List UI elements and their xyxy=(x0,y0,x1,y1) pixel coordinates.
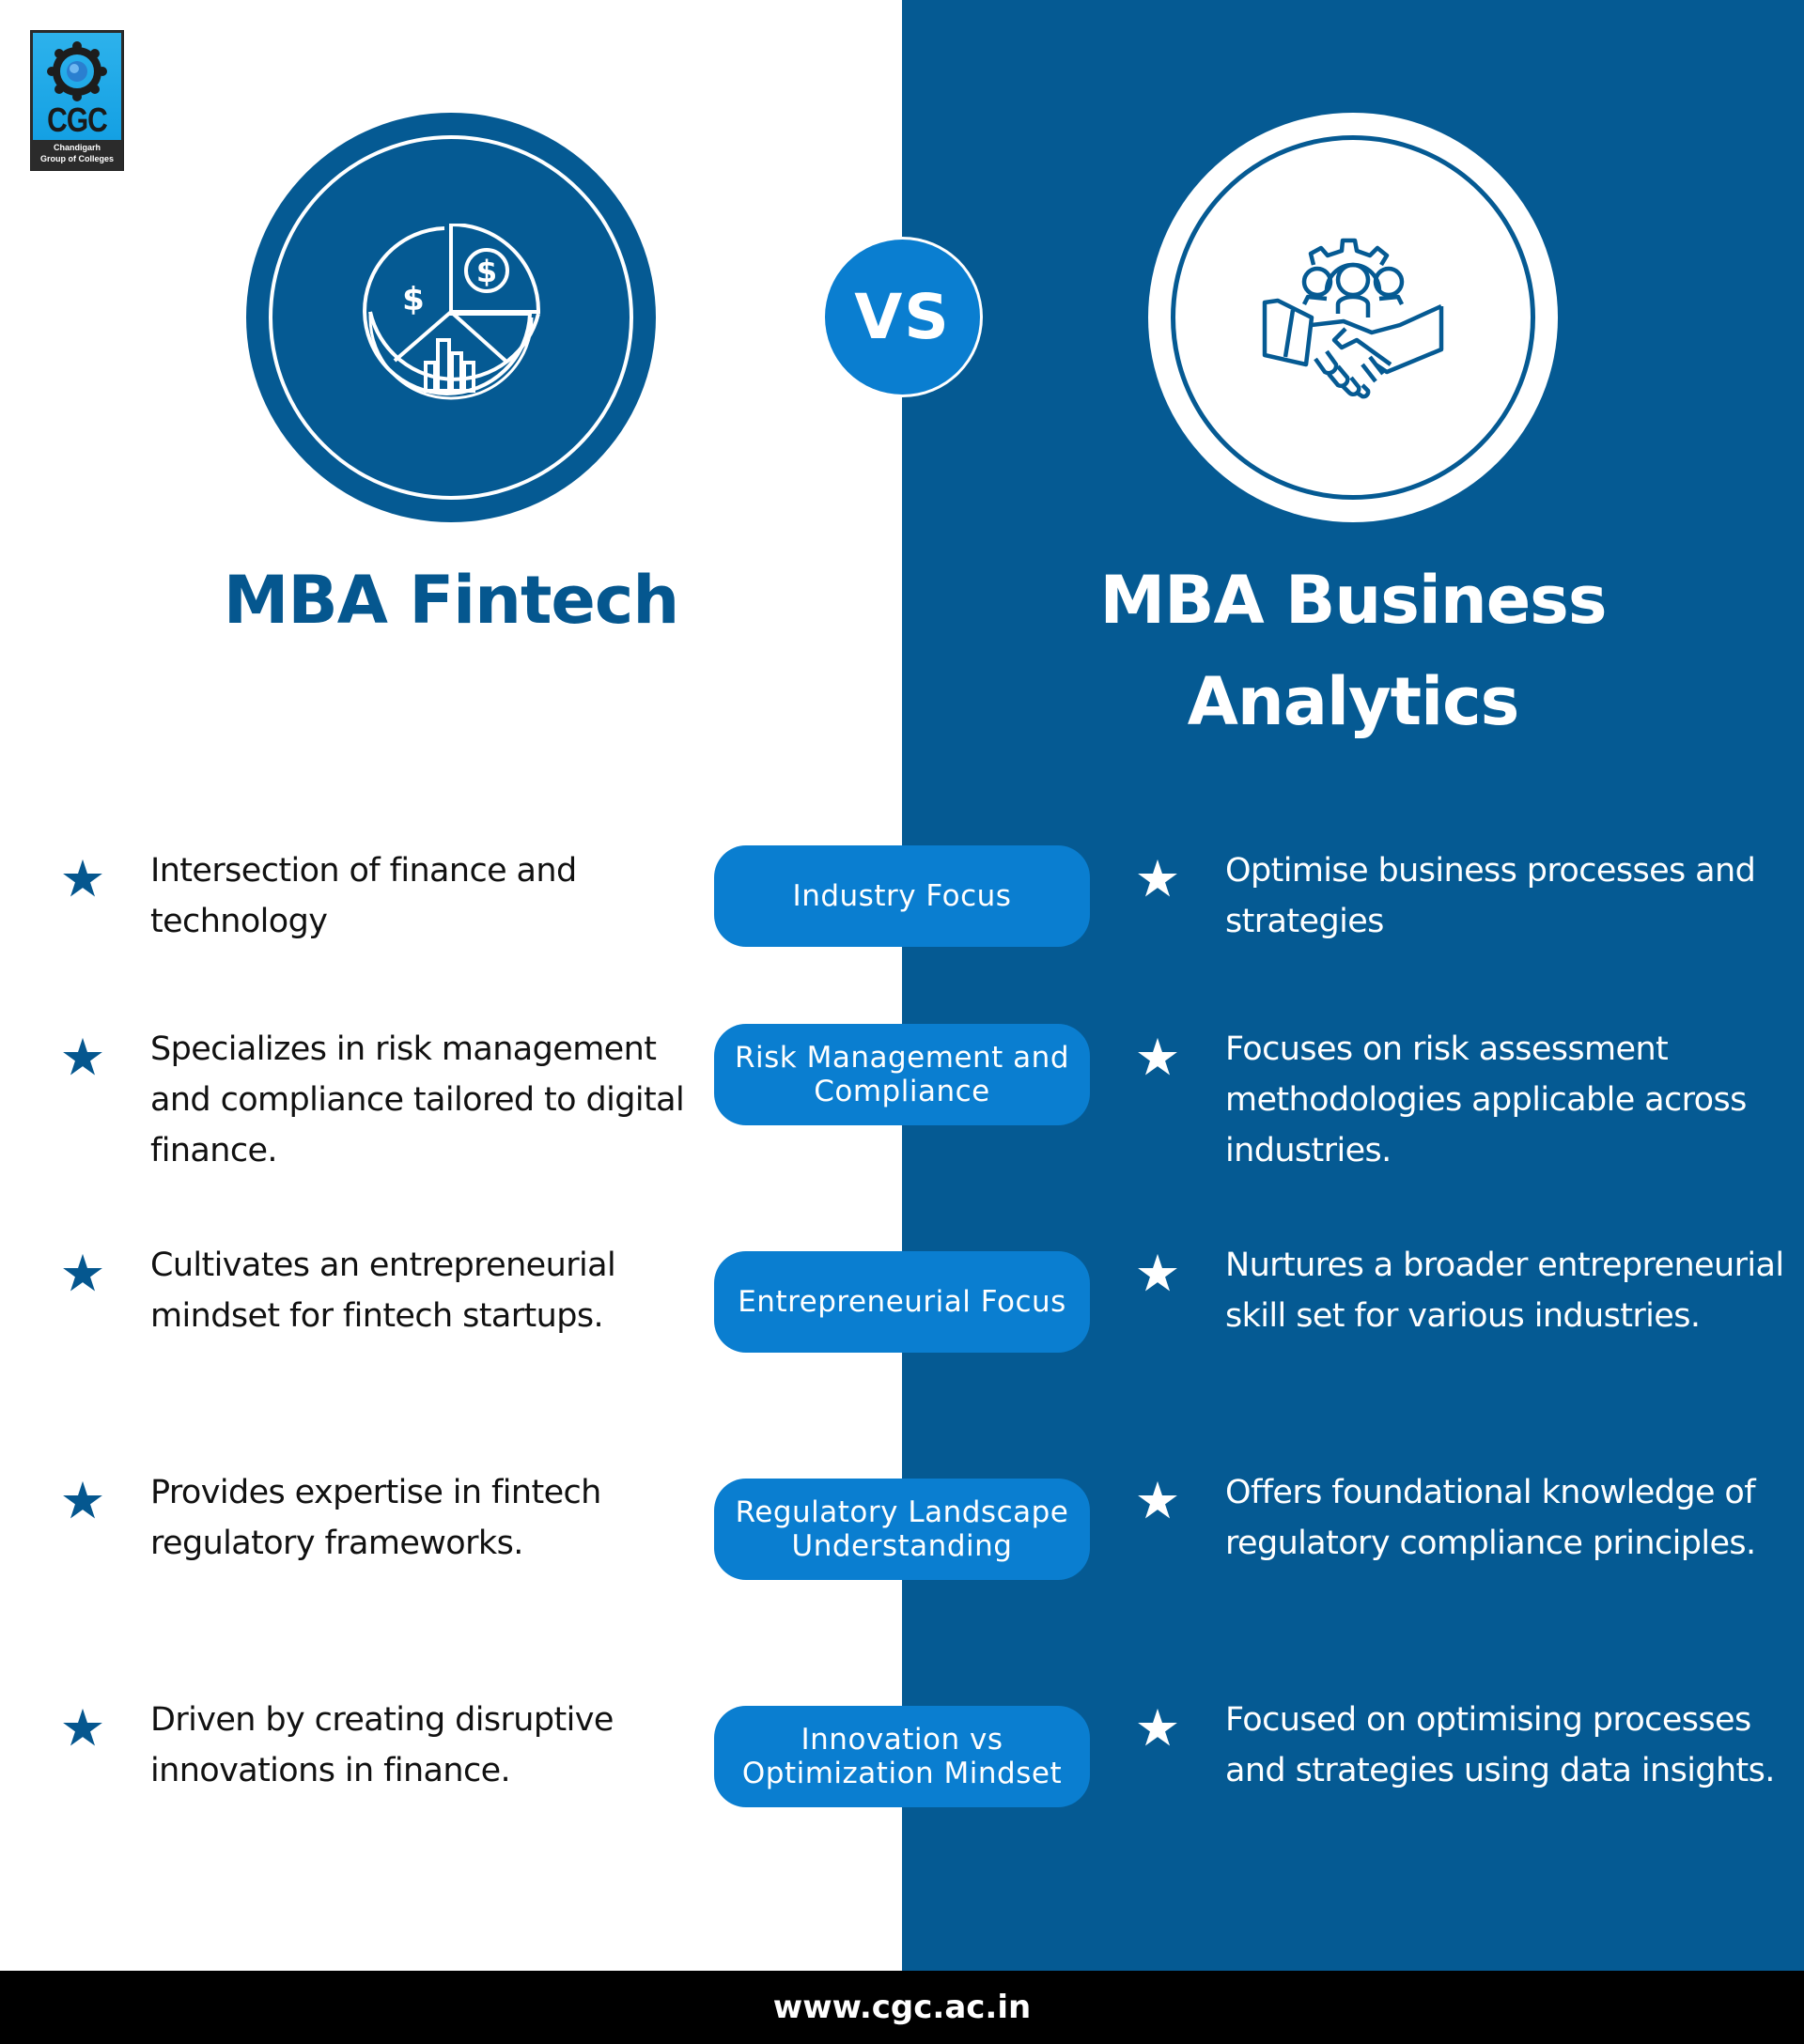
business-analytics-point: Optimise business processes and strategi… xyxy=(1225,852,1756,940)
business-analytics-icon-circle xyxy=(1148,113,1558,522)
business-analytics-point: Nurtures a broader entrepreneurial skill… xyxy=(1225,1247,1784,1335)
business-analytics-title-line2: Analytics xyxy=(1187,663,1519,740)
logo-subtitle-line1: Chandigarh xyxy=(53,143,101,152)
fintech-point: Intersection of finance and technology xyxy=(150,852,577,940)
category-pill: Risk Management and Compliance xyxy=(714,1024,1090,1125)
star-icon xyxy=(1138,859,1177,897)
star-icon xyxy=(1138,1708,1177,1746)
star-icon xyxy=(63,1253,102,1292)
circle-ring xyxy=(1171,135,1535,500)
pie-chart-dollar-icon: $ $ xyxy=(363,224,541,400)
category-pill: Innovation vs Optimization Mindset xyxy=(714,1706,1090,1807)
footer: www.cgc.ac.in xyxy=(0,1971,1804,2044)
star-icon xyxy=(63,859,102,897)
logo-subtitle: Chandigarh Group of Colleges xyxy=(31,142,123,164)
category-pill: Industry Focus xyxy=(714,845,1090,947)
handshake-team-gear-icon xyxy=(1262,238,1444,399)
star-icon xyxy=(1138,1253,1177,1292)
star-icon xyxy=(63,1037,102,1076)
star-icon xyxy=(63,1708,102,1746)
fintech-point: Driven by creating disruptive innovation… xyxy=(150,1701,614,1789)
people-globe-icon xyxy=(47,41,107,101)
fintech-point: Provides expertise in fintech regulatory… xyxy=(150,1474,601,1562)
fintech-title: MBA Fintech xyxy=(223,562,679,639)
business-analytics-title-line1: MBA Business xyxy=(1099,562,1607,639)
logo-emblem: CGC xyxy=(33,33,121,140)
circle-ring xyxy=(269,135,633,500)
business-analytics-point: Focused on optimising processes and stra… xyxy=(1225,1701,1775,1789)
svg-text:$: $ xyxy=(476,254,497,289)
category-pill: Regulatory Landscape Understanding xyxy=(714,1479,1090,1580)
fintech-point: Cultivates an entrepreneurial mindset fo… xyxy=(150,1247,616,1335)
logo-subtitle-line2: Group of Colleges xyxy=(39,154,114,163)
logo-text: CGC xyxy=(47,101,108,140)
star-icon xyxy=(1138,1037,1177,1076)
website-link[interactable]: www.cgc.ac.in xyxy=(772,1989,1032,2026)
category-pill: Entrepreneurial Focus xyxy=(714,1251,1090,1353)
fintech-point: Specializes in risk management and compl… xyxy=(150,1030,685,1169)
svg-text:$: $ xyxy=(402,281,425,318)
star-icon xyxy=(63,1480,102,1519)
cgc-logo: CGC Chandigarh Group of Colleges xyxy=(30,30,124,171)
vs-badge: VS xyxy=(825,240,980,395)
business-analytics-point: Offers foundational knowledge of regulat… xyxy=(1225,1474,1756,1562)
business-analytics-point: Focuses on risk assessment methodologies… xyxy=(1225,1030,1747,1169)
fintech-icon-circle: $ $ xyxy=(246,113,656,522)
star-icon xyxy=(1138,1480,1177,1519)
business-analytics-title: MBA Business Analytics xyxy=(902,550,1804,752)
